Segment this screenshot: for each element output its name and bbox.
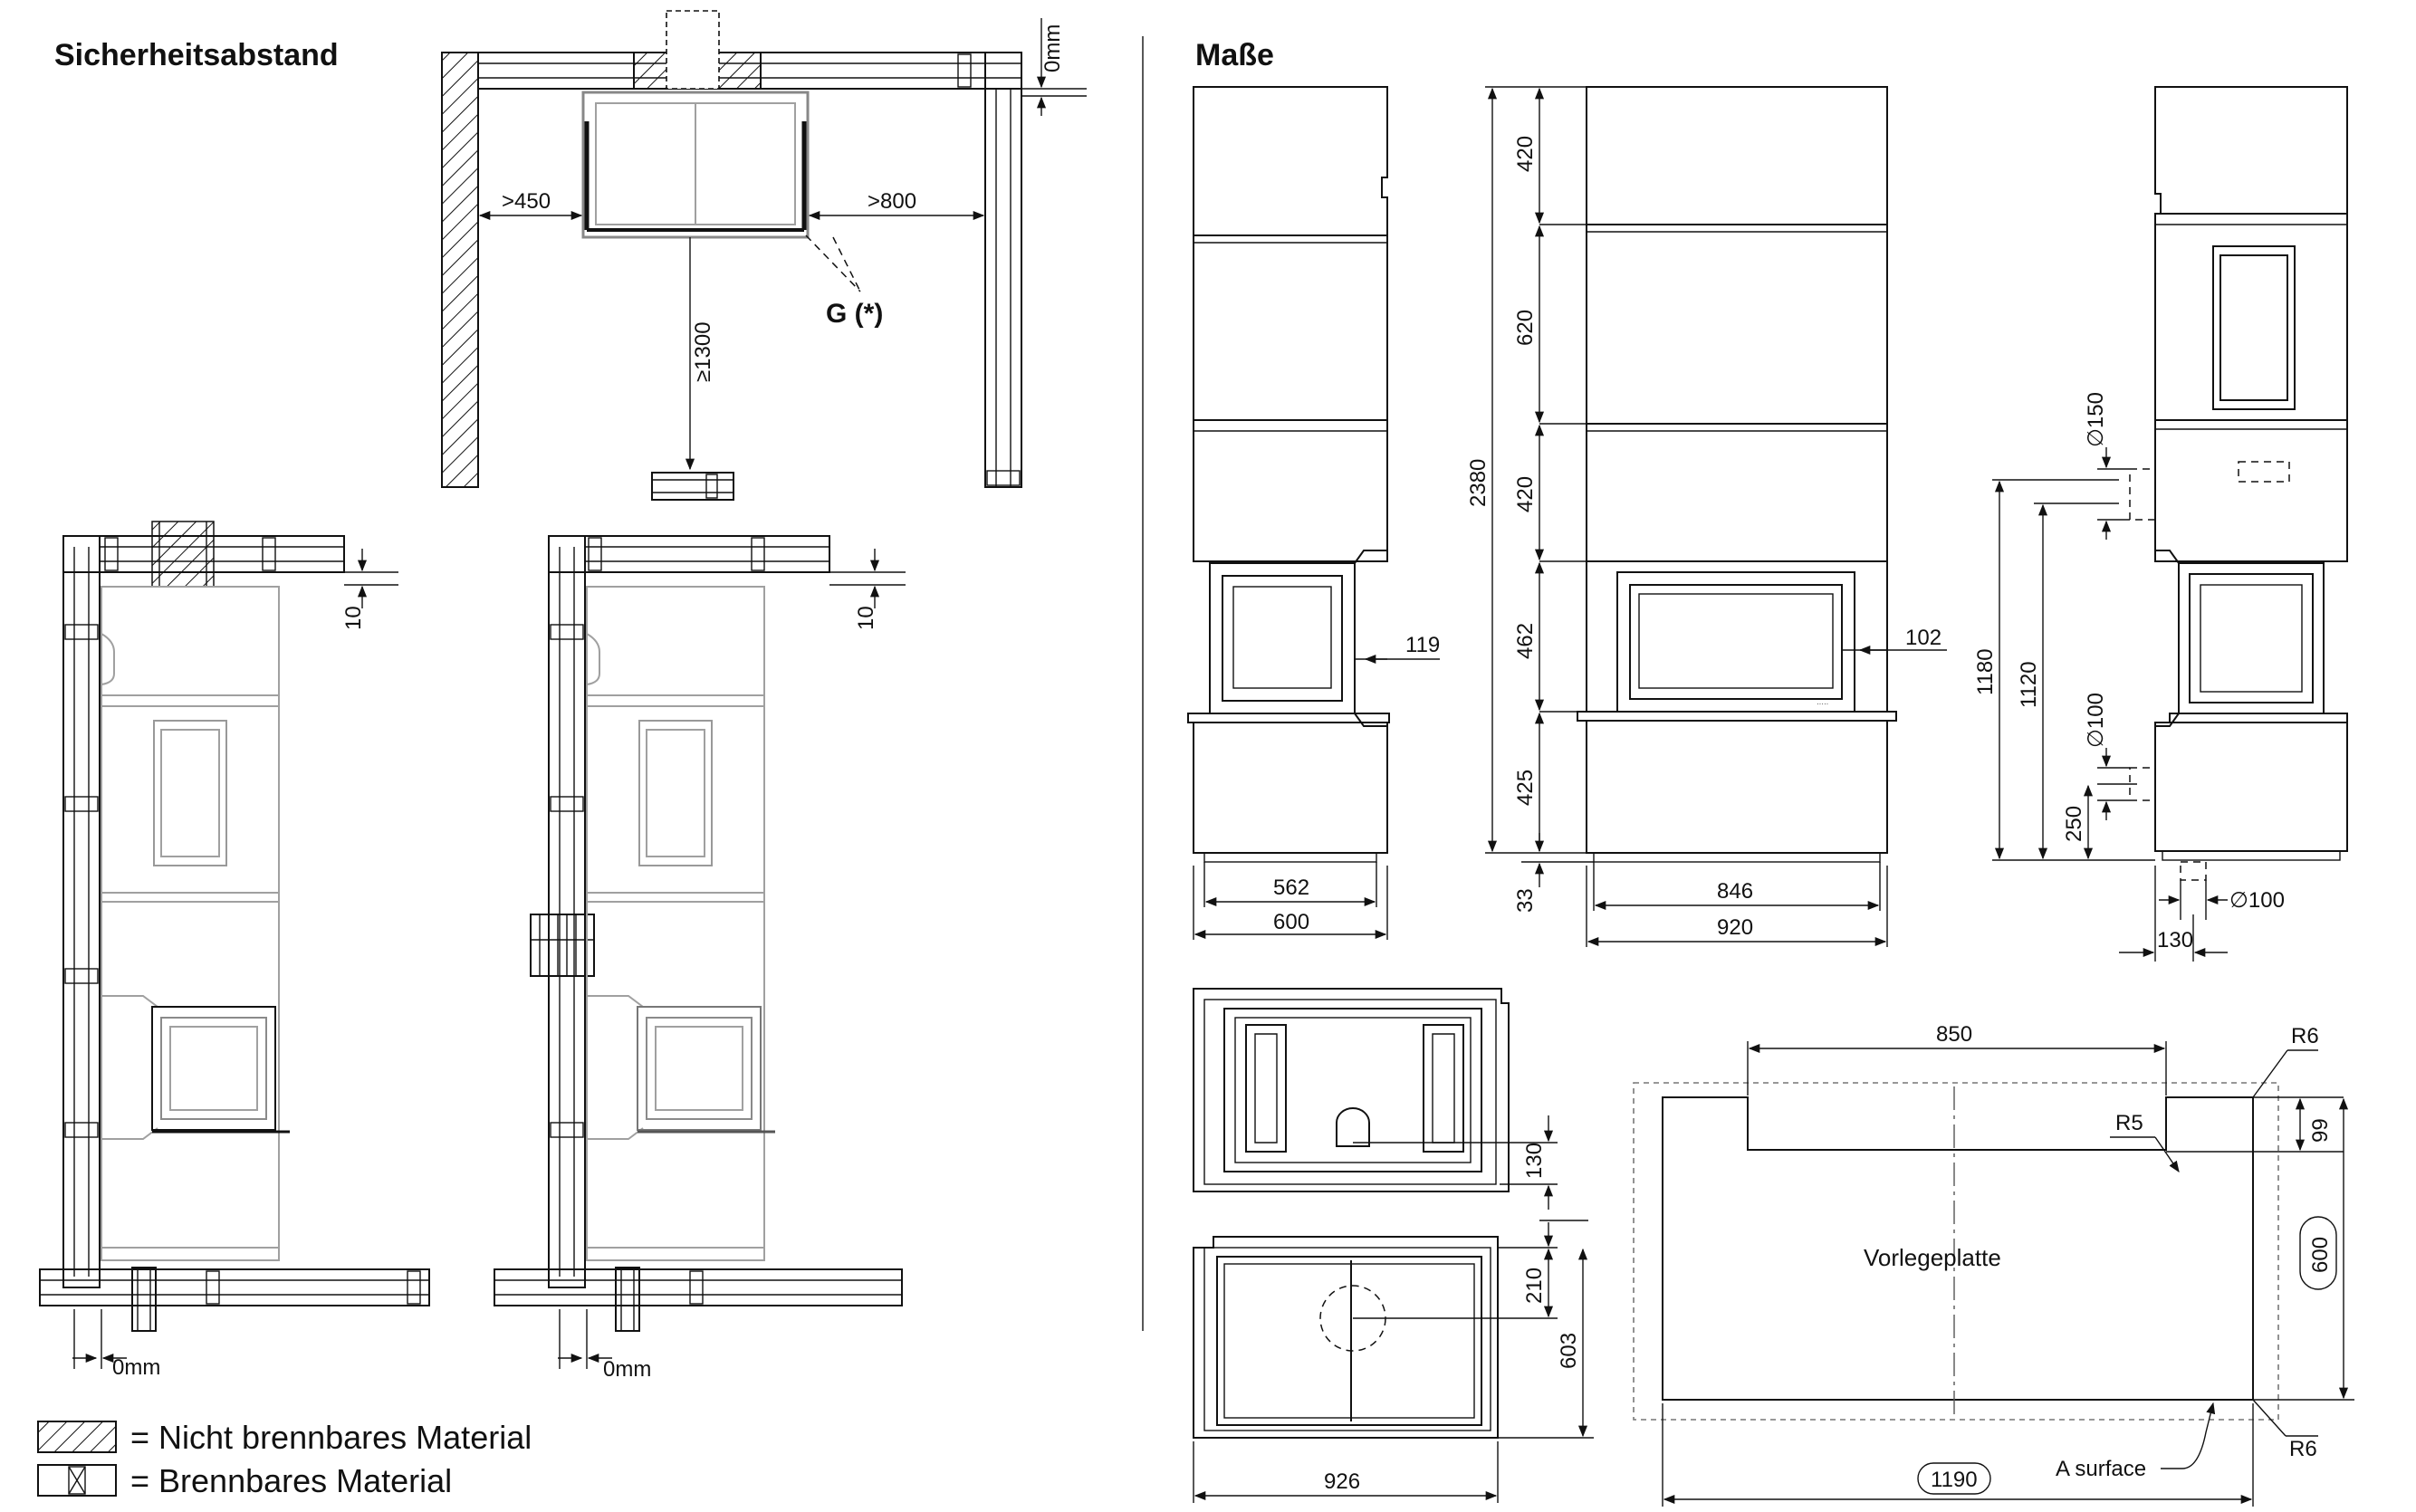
- dim-420-top: 420: [1513, 136, 1538, 172]
- side-view-left: 562 600 119: [1187, 86, 1440, 940]
- dim-gap-10-left: 10: [341, 606, 366, 630]
- dim-top-0mm: 0mm: [1040, 24, 1065, 72]
- dim-right-800: >800: [868, 189, 916, 214]
- dim-r6-bottom: R6: [2289, 1437, 2317, 1461]
- dim-130-bottom: 130: [2157, 928, 2193, 952]
- non-combustible-wall: [441, 52, 479, 488]
- legend-swatch-non-combustible: [37, 1421, 117, 1453]
- dim-dia-100-bottom: ∅100: [2229, 888, 2285, 913]
- clearance-plan-top: 0mm >450 >800 ≥1300 G (*): [441, 10, 1087, 501]
- dim-603: 603: [1557, 1333, 1581, 1369]
- dim-600: 600: [1273, 910, 1309, 934]
- combustible-wall-right: [984, 52, 1022, 488]
- legend-combustible: = Brennbares Material: [130, 1462, 452, 1499]
- glass-label: G (*): [826, 299, 883, 329]
- dim-562: 562: [1273, 876, 1309, 900]
- dim-r6-top: R6: [2291, 1024, 2319, 1048]
- dim-119: 119: [1405, 633, 1440, 657]
- floor-plate: Vorlegeplatte 850 R6 R5 99 600 R6 1190: [1633, 1022, 2354, 1507]
- side-view-right: 1180 1120 250 ∅150 ∅100 ∅100 130: [1973, 86, 2348, 962]
- heading-safety-distance: Sicherheitsabstand: [54, 38, 339, 72]
- plate-label: Vorlegeplatte: [1864, 1244, 2001, 1271]
- heading-dimensions: Maße: [1195, 38, 1274, 72]
- plan-view-top: 130: [1193, 988, 1558, 1210]
- dim-462: 462: [1513, 623, 1538, 659]
- dim-dia-150: ∅150: [2084, 392, 2108, 447]
- svg-text:·····: ·····: [1817, 700, 1828, 708]
- dim-33: 33: [1513, 888, 1538, 913]
- dim-1120: 1120: [2017, 661, 2041, 708]
- dim-gap-10-right: 10: [854, 606, 878, 630]
- dim-420-mid: 420: [1513, 476, 1538, 512]
- dim-bottom-0mm-right: 0mm: [603, 1357, 651, 1382]
- dim-front-1300: ≥1300: [691, 321, 715, 382]
- dim-dia-100-side: ∅100: [2084, 693, 2108, 748]
- dim-1180: 1180: [1973, 648, 1998, 695]
- dim-920: 920: [1717, 915, 1753, 940]
- front-view-main: ····· 420 620 420 462 425 33 2380 846: [1466, 86, 1947, 947]
- dim-600-plate: 600: [2308, 1237, 2333, 1273]
- dim-bottom-0mm-left: 0mm: [112, 1355, 160, 1380]
- legend-swatch-combustible: [37, 1464, 117, 1497]
- dim-r5: R5: [2115, 1111, 2143, 1135]
- dim-2380: 2380: [1466, 459, 1491, 507]
- dim-620: 620: [1513, 310, 1538, 346]
- dim-250: 250: [2062, 806, 2086, 842]
- dim-99: 99: [2308, 1118, 2333, 1143]
- dim-926: 926: [1324, 1469, 1360, 1494]
- legend: = Nicht brennbares Material = Brennbares…: [37, 1419, 532, 1499]
- dim-130-plan: 130: [1522, 1143, 1547, 1179]
- plan-view-bottom: 210 603 926: [1193, 1220, 1594, 1503]
- clearance-elevation-left: 10 0mm: [39, 521, 430, 1380]
- dim-left-450: >450: [502, 189, 551, 214]
- dim-210: 210: [1522, 1268, 1547, 1304]
- dim-850: 850: [1936, 1022, 1972, 1047]
- dim-846: 846: [1717, 879, 1753, 904]
- legend-non-combustible: = Nicht brennbares Material: [130, 1419, 532, 1456]
- dim-1190: 1190: [1931, 1468, 1978, 1492]
- dim-425: 425: [1513, 770, 1538, 806]
- clearance-elevation-right: 10 0mm: [494, 535, 906, 1382]
- dim-102: 102: [1905, 626, 1941, 650]
- plate-outline: [1662, 1096, 2254, 1401]
- surface-label: A surface: [2056, 1457, 2146, 1481]
